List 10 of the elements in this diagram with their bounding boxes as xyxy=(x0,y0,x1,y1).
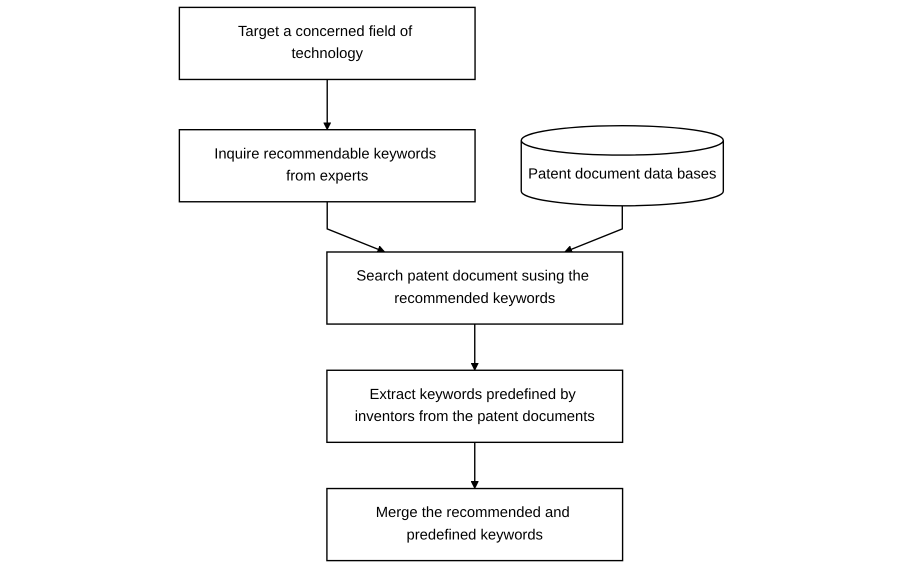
arrow xyxy=(326,202,386,254)
node-box: Search patent document susing the recommended keywords xyxy=(326,251,624,325)
arrow xyxy=(470,324,479,371)
arrow xyxy=(470,442,479,489)
node-box: Target a concerned field of technology xyxy=(178,6,476,80)
node-box: Inquire recommendable keywords from experts xyxy=(178,129,476,202)
node-box: Extract keywords predefined by inventors from the patent documents xyxy=(326,370,624,444)
node-box: Merge the recommended and predefined keywords xyxy=(326,488,624,562)
arrow xyxy=(323,79,332,130)
arrow xyxy=(564,206,624,254)
